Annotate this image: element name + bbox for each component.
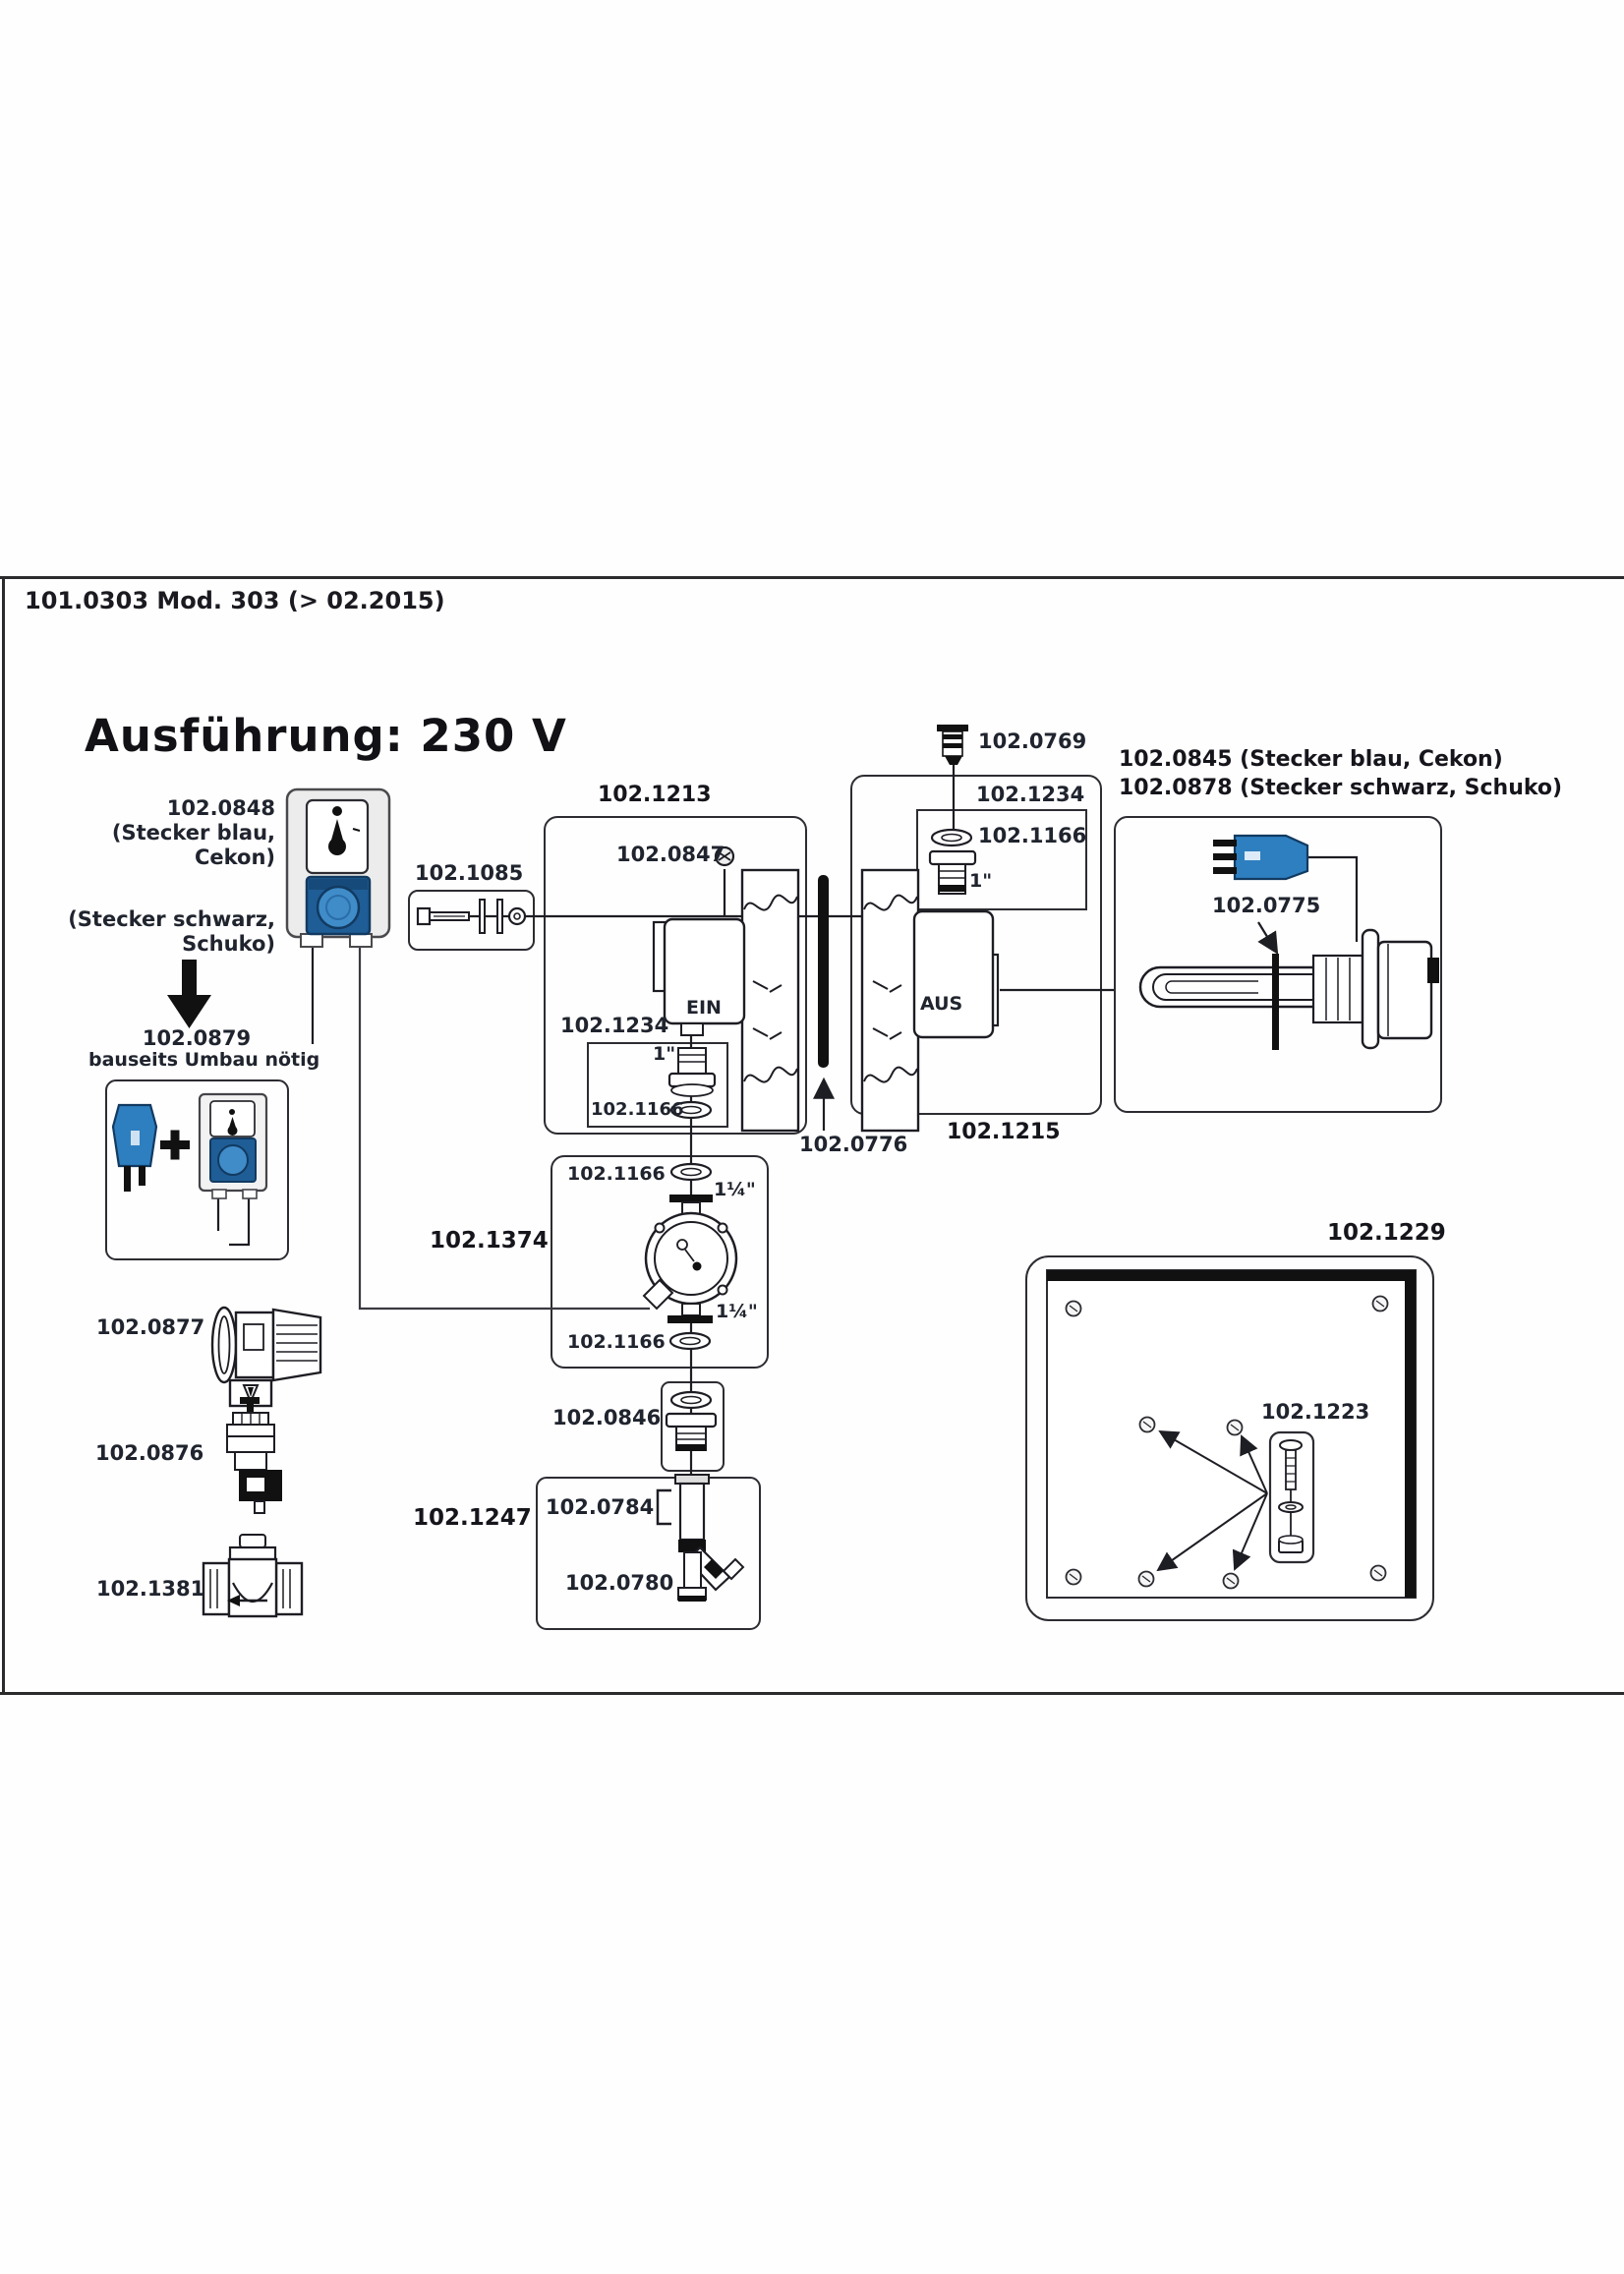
part-label-102-0845: 102.0845 (Stecker blau, Cekon) — [1119, 747, 1503, 772]
group-label-102-1374: 102.1374 — [430, 1228, 549, 1254]
part-label-102-0848-note2: Cekon) — [194, 845, 275, 869]
inner-box-102-1234-right — [916, 809, 1087, 910]
group-box-102-0879 — [105, 1079, 289, 1260]
part-label-102-0848: 102.0848 — [166, 796, 275, 820]
group-box-102-1229 — [1025, 1255, 1434, 1621]
part-label-102-0776: 102.0776 — [799, 1133, 908, 1156]
size-label-1quarter-bottom: 1¼" — [716, 1301, 758, 1322]
group-box-102-1247 — [536, 1477, 761, 1630]
size-label-1inch-left: 1" — [653, 1043, 676, 1065]
label-schuko: Schuko) — [182, 932, 275, 956]
part-label-102-1166-left: 102.1166 — [591, 1099, 684, 1120]
bleed-plug-102-0769 — [937, 725, 968, 765]
label-umbau-note: bauseits Umbau nötig — [88, 1049, 320, 1071]
part-label-102-0780: 102.0780 — [565, 1571, 674, 1595]
part-label-102-0784: 102.0784 — [546, 1495, 655, 1519]
frame-top-rule — [0, 576, 1624, 579]
group-box-102-0846 — [661, 1381, 725, 1472]
part-label-102-0848-note1: (Stecker blau, — [111, 821, 275, 845]
frame-bottom-rule — [0, 1692, 1624, 1695]
part-label-102-1085: 102.1085 — [415, 861, 524, 885]
group-box-102-1085 — [408, 890, 535, 951]
part-label-102-1234-left: 102.1234 — [560, 1014, 669, 1037]
tank-connector-102-0877 — [210, 1306, 322, 1408]
size-label-1quarter-top: 1¼" — [714, 1179, 756, 1200]
heat-strip-102-0776 — [813, 875, 835, 1131]
size-label-1inch-right: 1" — [969, 870, 993, 892]
group-label-102-1229: 102.1229 — [1327, 1220, 1446, 1246]
group-label-102-1213: 102.1213 — [598, 783, 712, 807]
group-box-102-0845 — [1114, 816, 1442, 1113]
group-label-102-1215: 102.1215 — [947, 1120, 1061, 1144]
part-label-102-0879: 102.0879 — [142, 1026, 252, 1050]
frame-left-rule — [2, 576, 5, 1695]
part-label-102-0769: 102.0769 — [978, 729, 1087, 753]
part-label-102-1381: 102.1381 — [96, 1577, 205, 1601]
part-label-102-1234-right: 102.1234 — [976, 783, 1085, 806]
down-arrow-icon — [167, 960, 211, 1028]
check-valve-102-1381 — [202, 1534, 304, 1618]
group-box-102-1215 — [850, 775, 1102, 1115]
label-stecker-schwarz: (Stecker schwarz, — [68, 907, 275, 931]
part-label-102-0878: 102.0878 (Stecker schwarz, Schuko) — [1119, 776, 1563, 800]
document-reference: 101.0303 Mod. 303 (> 02.2015) — [25, 587, 445, 614]
safety-valve-102-0876 — [226, 1397, 282, 1514]
label-ein: EIN — [686, 997, 722, 1019]
part-label-102-0775: 102.0775 — [1212, 894, 1321, 917]
part-label-102-1166-bottom: 102.1166 — [567, 1331, 666, 1353]
label-aus: AUS — [920, 993, 963, 1015]
part-label-102-0847: 102.0847 — [616, 843, 725, 866]
switch-box-102-0848 — [285, 787, 391, 948]
page-title: Ausführung: 230 V — [85, 710, 567, 762]
part-label-102-1223: 102.1223 — [1261, 1400, 1370, 1424]
group-label-102-1247: 102.1247 — [413, 1505, 532, 1531]
part-label-102-0876: 102.0876 — [95, 1441, 204, 1465]
part-label-102-1166-right: 102.1166 — [978, 824, 1087, 847]
part-label-102-0877: 102.0877 — [96, 1315, 205, 1339]
part-label-102-1166-top: 102.1166 — [567, 1163, 666, 1185]
part-label-102-0846: 102.0846 — [552, 1406, 662, 1429]
